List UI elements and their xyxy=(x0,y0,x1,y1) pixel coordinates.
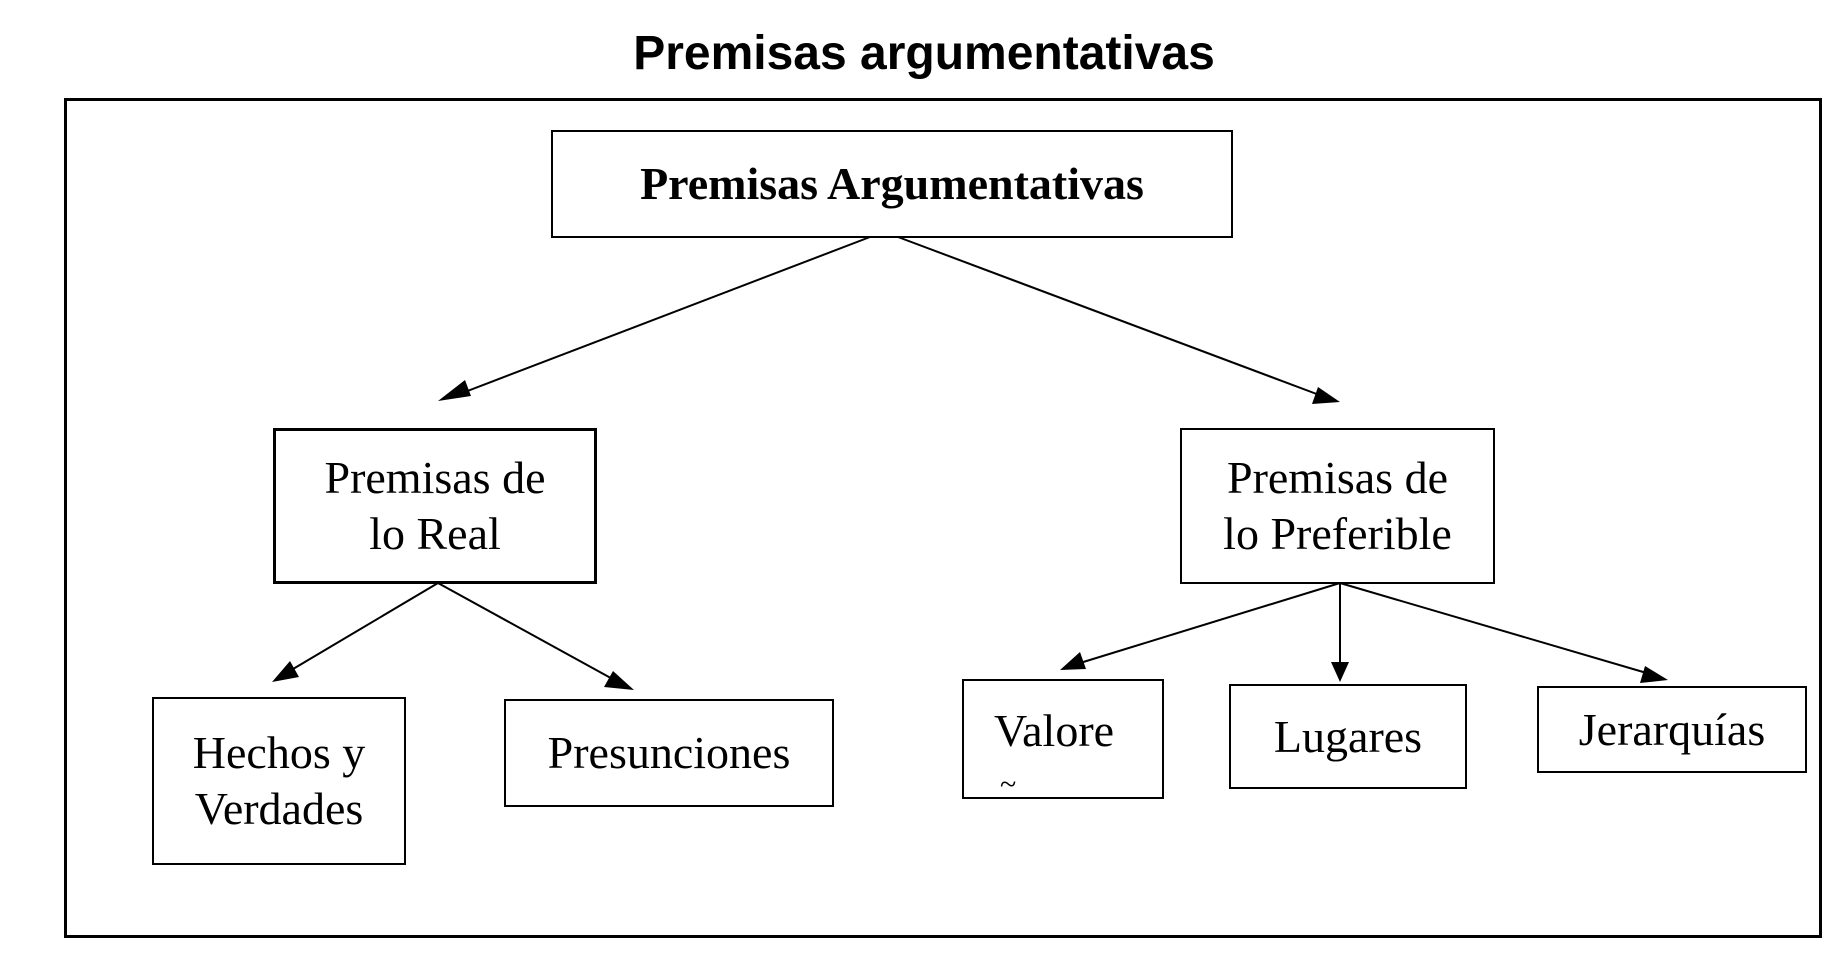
node-lugares: Lugares xyxy=(1229,684,1467,789)
node-hechos-y-verdades: Hechos y Verdades xyxy=(152,697,406,865)
node-label: Jerarquías xyxy=(1578,703,1766,755)
node-label: Premisas Argumentativas xyxy=(640,158,1144,209)
node-label: Premisas de lo Real xyxy=(324,452,546,559)
tilde-mark: ~ xyxy=(1000,768,1017,801)
node-label: Lugares xyxy=(1273,710,1423,762)
diagram-frame xyxy=(64,98,1822,938)
node-premisas-de-lo-real: Premisas de lo Real xyxy=(273,428,597,584)
node-valores: Valore ~ xyxy=(962,679,1164,801)
node-label: Valore xyxy=(994,705,1115,756)
node-label: Presunciones xyxy=(547,727,791,778)
node-presunciones: Presunciones xyxy=(504,699,834,807)
node-premisas-de-lo-preferible: Premisas de lo Preferible xyxy=(1180,428,1495,584)
page-title: Premisas argumentativas xyxy=(633,27,1215,80)
node-label: Hechos y Verdades xyxy=(192,727,366,834)
node-premisas-argumentativas: Premisas Argumentativas xyxy=(551,130,1233,238)
node-label: Premisas de lo Preferible xyxy=(1223,452,1452,559)
node-jerarquias: Jerarquías xyxy=(1537,686,1807,773)
